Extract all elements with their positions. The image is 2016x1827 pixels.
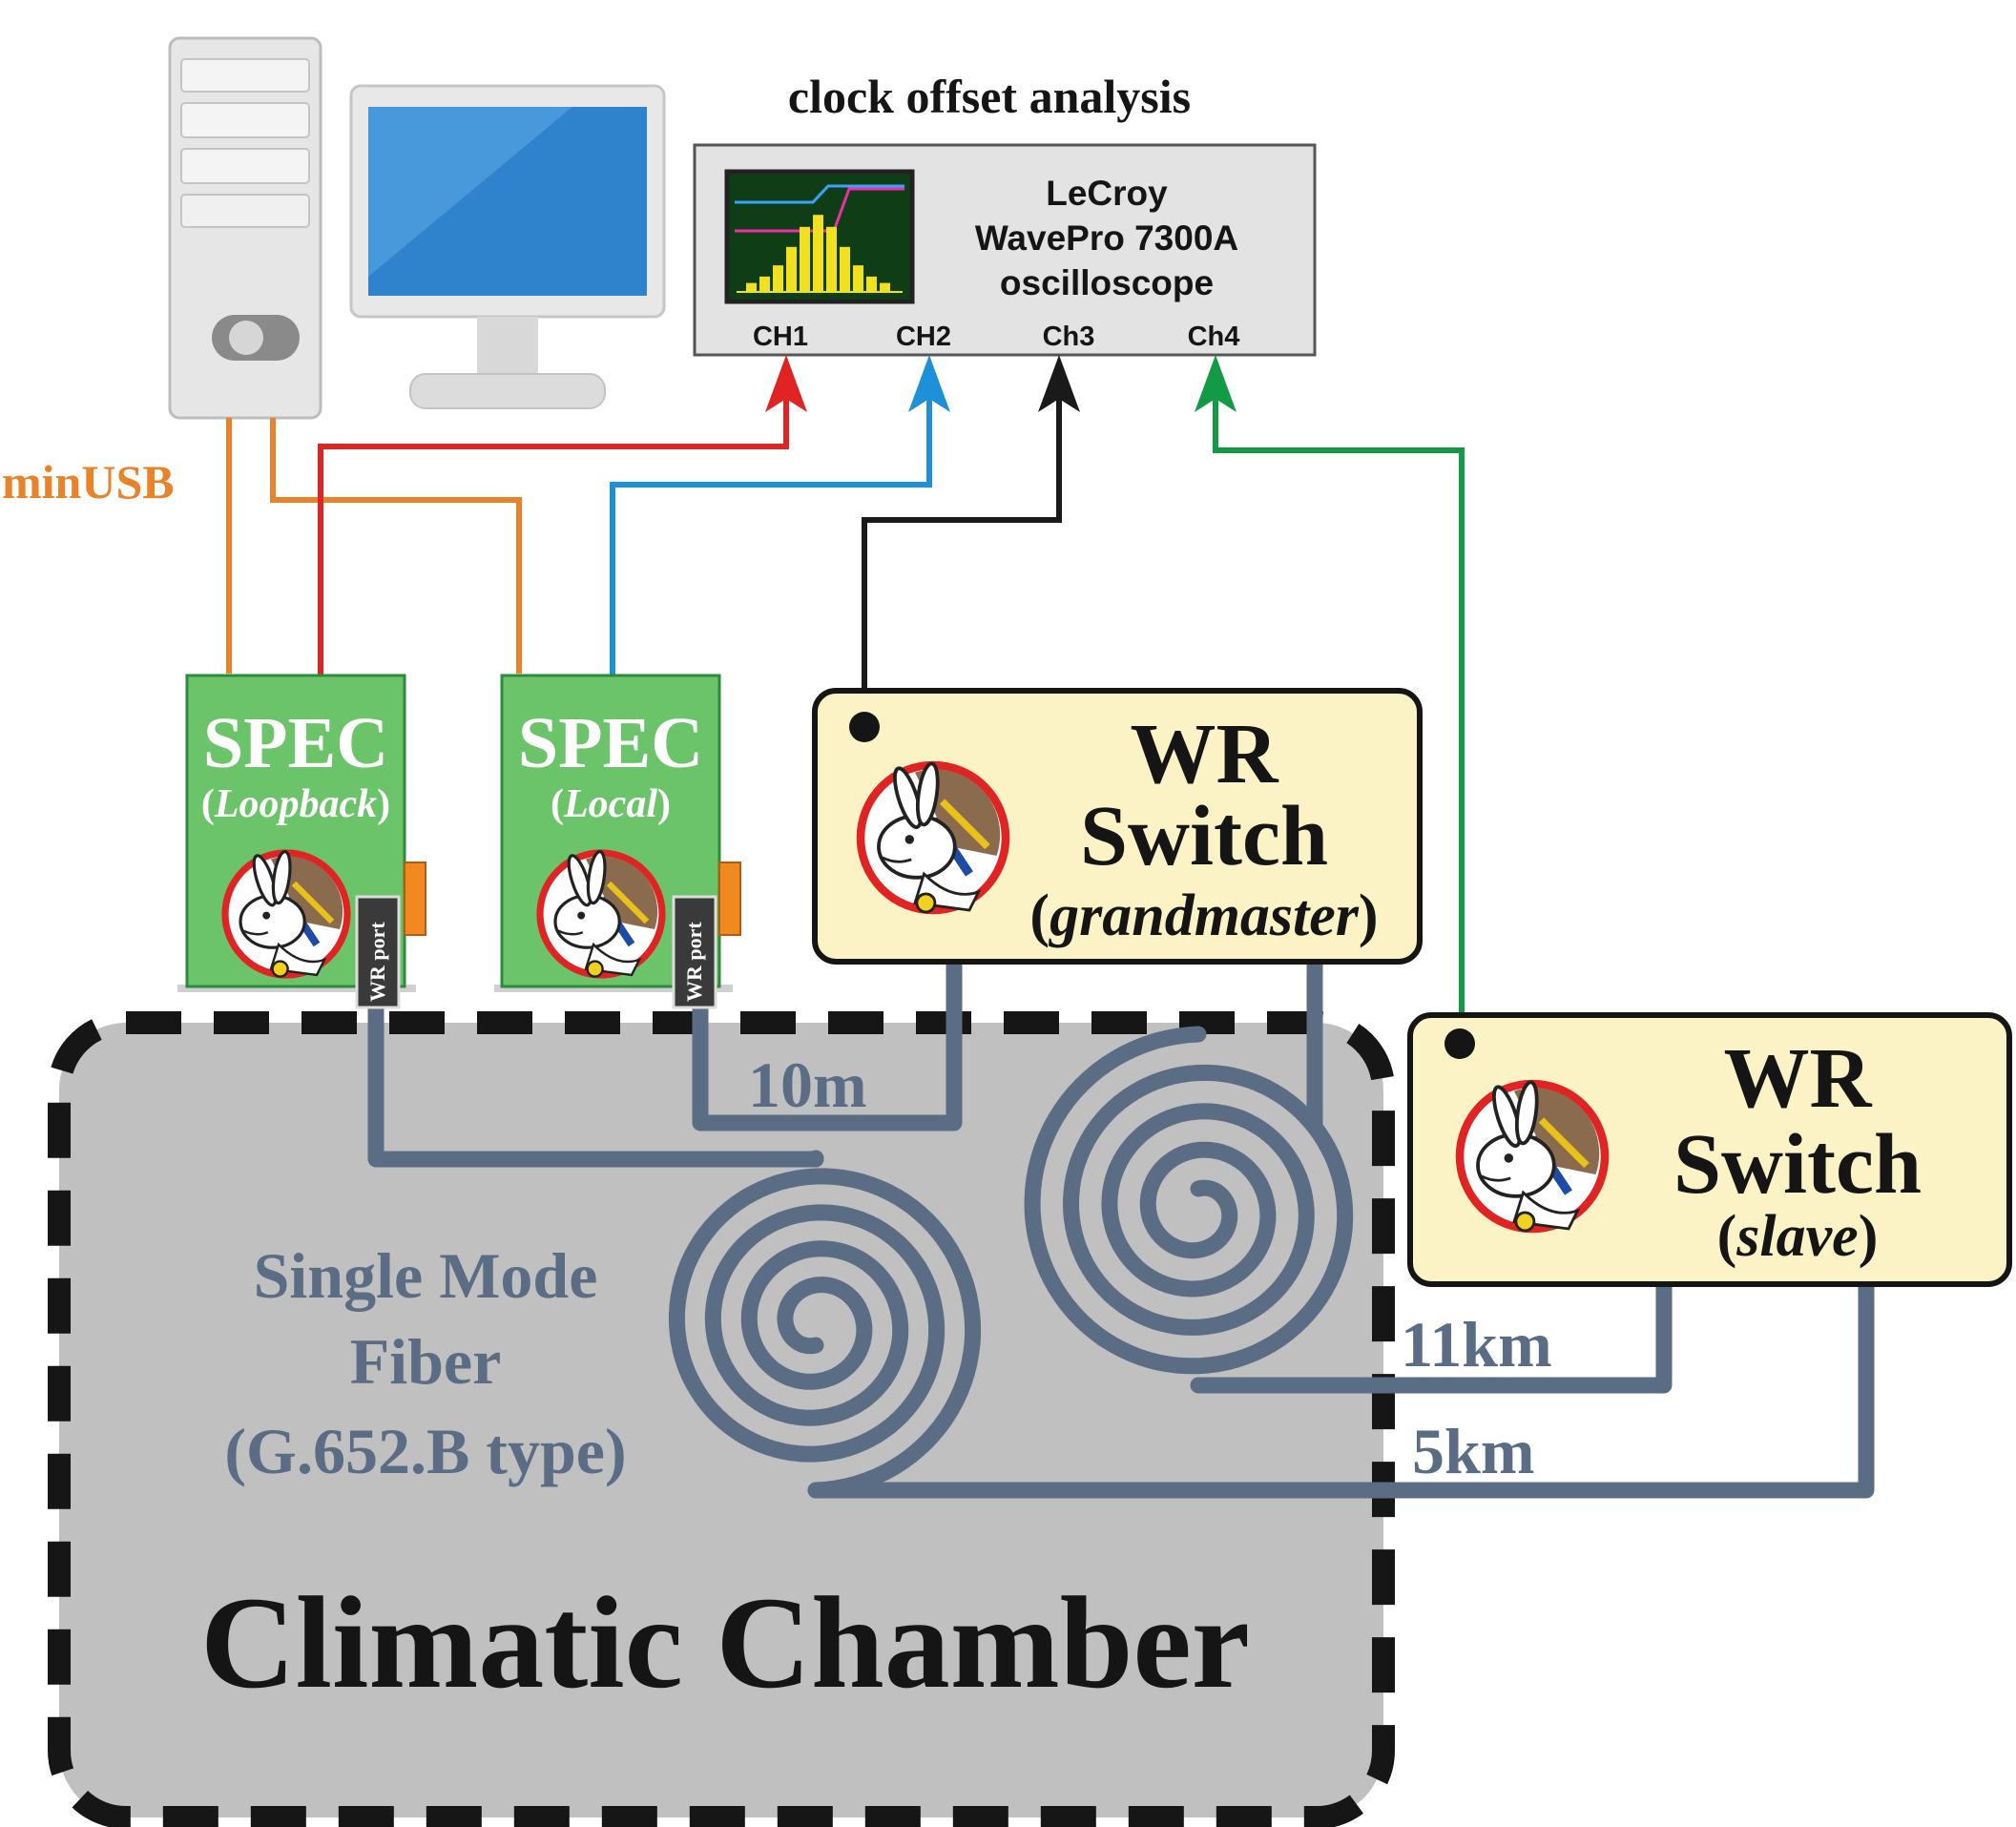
ch1-cable <box>318 377 789 675</box>
wr-rabbit-logo <box>1460 1081 1605 1231</box>
histogram-bar <box>786 246 797 291</box>
spec-local-title: SPEC <box>518 703 703 783</box>
scope-brand: LeCroy <box>1046 174 1168 213</box>
channel-label-ch2: CH2 <box>896 322 951 352</box>
histogram-bar <box>840 246 850 291</box>
wr-rabbit-logo <box>861 762 1006 912</box>
fiber-type-line2: Fiber <box>350 1325 502 1398</box>
fiber-cables <box>367 955 1875 1499</box>
histogram-bar <box>773 265 783 291</box>
usb-label: minUSB <box>2 455 175 509</box>
ch4-arrow-icon <box>1195 355 1237 412</box>
spiral-11km <box>1024 1026 1354 1375</box>
channel-label-ch3: Ch3 <box>1043 322 1095 352</box>
usb-cables <box>226 418 522 674</box>
computer-icon <box>168 36 666 420</box>
ch1-arrow-icon <box>765 355 807 412</box>
histogram-bar <box>826 226 837 291</box>
slave-line2: Switch <box>1673 1117 1922 1212</box>
chamber-label: Climatic Chamber <box>200 1569 1250 1715</box>
ch3-probe-point <box>849 712 880 742</box>
wr-switch-grandmaster: WR Switch (grandmaster) <box>812 688 1423 965</box>
fiber-length-5km: 5km <box>1412 1415 1534 1487</box>
oscilloscope: LeCroy WavePro 7300A oscilloscope CH1 CH… <box>693 143 1317 357</box>
fiber-type-line1: Single Mode <box>254 1239 598 1312</box>
histogram-bar <box>759 276 770 291</box>
histogram-bar <box>800 226 810 291</box>
histogram-bar <box>813 215 823 291</box>
grandmaster-role: (grandmaster) <box>1029 883 1378 948</box>
spec-loopback-subtitle: (Loopback) <box>201 782 390 826</box>
ch4-probe-point <box>1444 1028 1475 1059</box>
scope-screen <box>724 169 915 304</box>
signal-cables <box>318 377 1465 1042</box>
spec-loopback-card: SPEC (Loopback) WR port <box>177 674 426 1009</box>
scope-model: WavePro 7300A <box>975 218 1238 258</box>
spiral-5km <box>668 1150 982 1499</box>
wr-rabbit-logo <box>225 851 347 977</box>
diagram-title: clock offset analysis <box>788 70 1191 123</box>
fiber-length-11km: 11km <box>1401 1308 1552 1381</box>
wr-rabbit-logo <box>540 851 662 977</box>
histogram-bar <box>880 282 890 291</box>
scope-type: oscilloscope <box>1000 263 1214 302</box>
ch4-cable <box>1213 377 1465 1042</box>
channel-label-ch4: Ch4 <box>1188 322 1240 352</box>
grandmaster-line2: Switch <box>1080 789 1328 883</box>
ch3-cable <box>862 377 1062 725</box>
channel-label-ch1: CH1 <box>753 322 808 352</box>
grandmaster-line1: WR <box>1131 707 1279 801</box>
fiber-length-10m: 10m <box>748 1048 867 1121</box>
channel-arrows <box>765 355 1237 412</box>
spec-local-subtitle: (Local) <box>551 782 671 826</box>
ch2-cable <box>610 377 932 675</box>
histogram-bar <box>866 276 877 291</box>
spec-loopback-port-label: WR port <box>365 922 389 1002</box>
fiber-type-line3: (G.652.B type) <box>224 1415 626 1487</box>
slave-role: (slave) <box>1717 1204 1879 1269</box>
spec-loopback-title: SPEC <box>203 703 388 783</box>
histogram-bar <box>853 265 863 291</box>
histogram-bar <box>746 282 757 291</box>
ch2-arrow-icon <box>908 355 950 412</box>
scope-histogram <box>746 215 890 291</box>
ch3-arrow-icon <box>1038 355 1080 412</box>
slave-line1: WR <box>1724 1031 1873 1126</box>
spec-local-port-label: WR port <box>682 922 706 1002</box>
wr-switch-slave: WR Switch (slave) <box>1407 1012 2012 1287</box>
fiber-labels: 10m 11km 5km Single Mode Fiber (G.652.B … <box>224 1048 1551 1487</box>
spec-local-card: SPEC (Local) WR port <box>494 674 741 1009</box>
